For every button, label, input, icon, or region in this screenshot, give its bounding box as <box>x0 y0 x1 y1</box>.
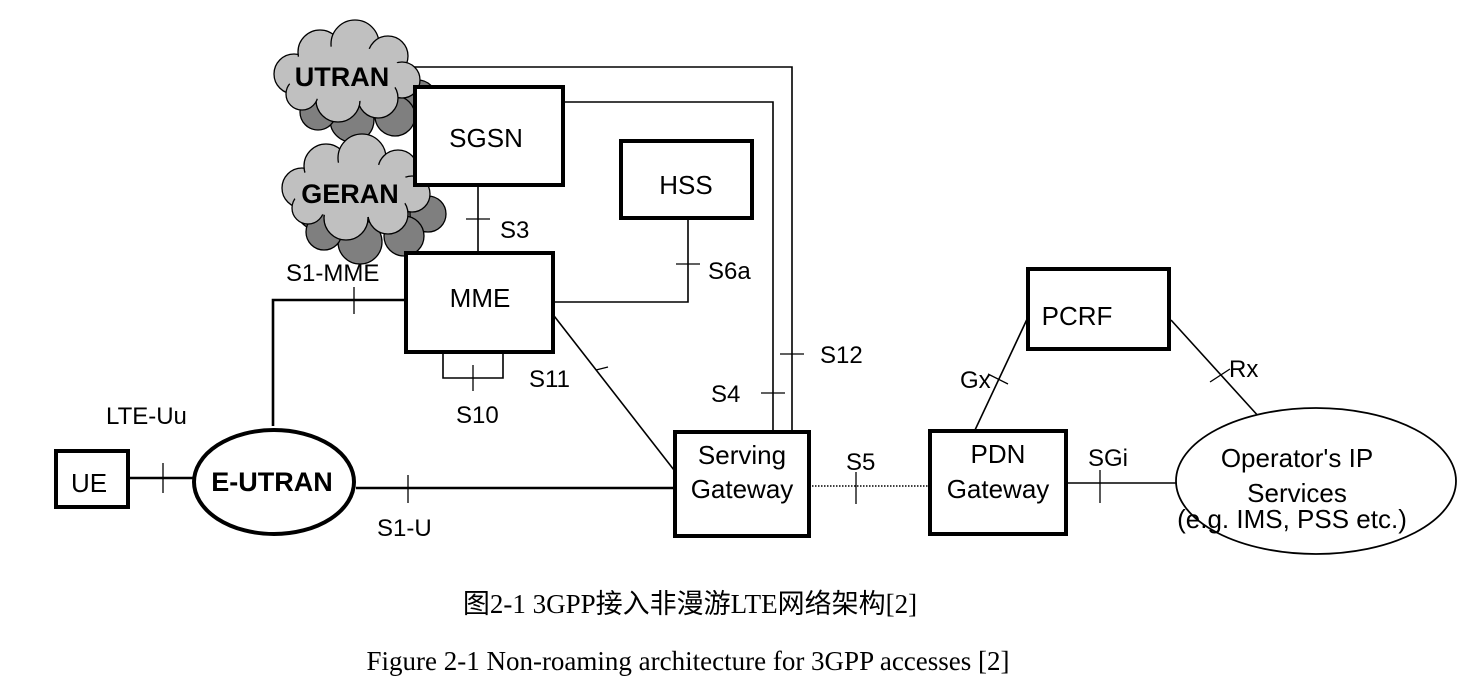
caption-english: Figure 2-1 Non-roaming architecture for … <box>366 646 1009 676</box>
pcrf-ip-services-link <box>1170 319 1261 419</box>
s12-label: S12 <box>820 342 863 369</box>
s11-label: S11 <box>529 366 570 393</box>
pdn-gw-label-line2: Gateway <box>947 474 1050 504</box>
gx-label: Gx <box>960 367 991 394</box>
lte-uu-label: LTE-Uu <box>106 403 187 430</box>
ue-label: UE <box>71 468 107 498</box>
hss-label: HSS <box>659 170 712 200</box>
rx-tick <box>1209 368 1231 383</box>
pcrf-node: PCRF <box>1026 267 1171 351</box>
pcrf-pdn-gw-link <box>974 314 1030 431</box>
eutran-mme-link <box>271 298 412 426</box>
s3-label: S3 <box>500 217 529 244</box>
ip-services-label-line2: Services <box>1247 478 1347 508</box>
serving-gw-label-line2: Gateway <box>691 474 794 504</box>
sgsn-serving-gw-link <box>563 101 774 432</box>
geran-label: GERAN <box>301 179 399 209</box>
utran-serving-gw-link <box>412 66 793 432</box>
pdn-gw-label-line1: PDN <box>971 439 1026 469</box>
ue-node: UE <box>54 449 130 509</box>
eutran-label: E-UTRAN <box>211 467 333 497</box>
caption-chinese: 图2-1 3GPP接入非漫游LTE网络架构[2] <box>463 589 917 619</box>
ip-services-node: Operator's IP Services (e.g. IMS, PSS et… <box>1175 407 1457 555</box>
pcrf-label: PCRF <box>1042 301 1113 331</box>
hss-mme-link <box>546 219 689 303</box>
s6a-label: S6a <box>708 258 751 285</box>
s4-label: S4 <box>711 381 740 408</box>
reference-ticks <box>162 218 1231 504</box>
sgi-label: SGi <box>1088 445 1128 472</box>
s10-label: S10 <box>456 402 499 429</box>
ip-services-label-line1: Operator's IP <box>1221 443 1373 473</box>
s1-u-label: S1-U <box>377 515 432 542</box>
connections <box>128 66 1261 490</box>
interface-labels: LTE-Uu S1-MME S1-U S3 S6a S10 S11 S4 S12… <box>106 217 1258 542</box>
s1-mme-label: S1-MME <box>286 260 379 287</box>
ip-services-label-line3: (e.g. IMS, PSS etc.) <box>1177 504 1407 534</box>
s11-tick <box>595 366 609 371</box>
serving-gateway-node: Serving Gateway <box>673 430 811 538</box>
eutran-node: E-UTRAN <box>192 428 356 536</box>
utran-label: UTRAN <box>295 62 390 92</box>
mme-node: MME <box>404 251 555 354</box>
sgsn-node: SGSN <box>413 85 565 187</box>
sgsn-label: SGSN <box>449 123 523 153</box>
serving-gw-label-line1: Serving <box>698 440 786 470</box>
s5-label: S5 <box>846 449 875 476</box>
geran-cloud: GERAN <box>281 133 447 265</box>
pdn-gateway-node: PDN Gateway <box>928 429 1068 536</box>
mme-serving-gw-link <box>550 311 675 471</box>
rx-label: Rx <box>1229 356 1258 383</box>
gx-tick <box>987 373 1009 385</box>
hss-node: HSS <box>619 139 754 220</box>
mme-label: MME <box>450 283 511 313</box>
utran-cloud: UTRAN <box>273 19 437 143</box>
